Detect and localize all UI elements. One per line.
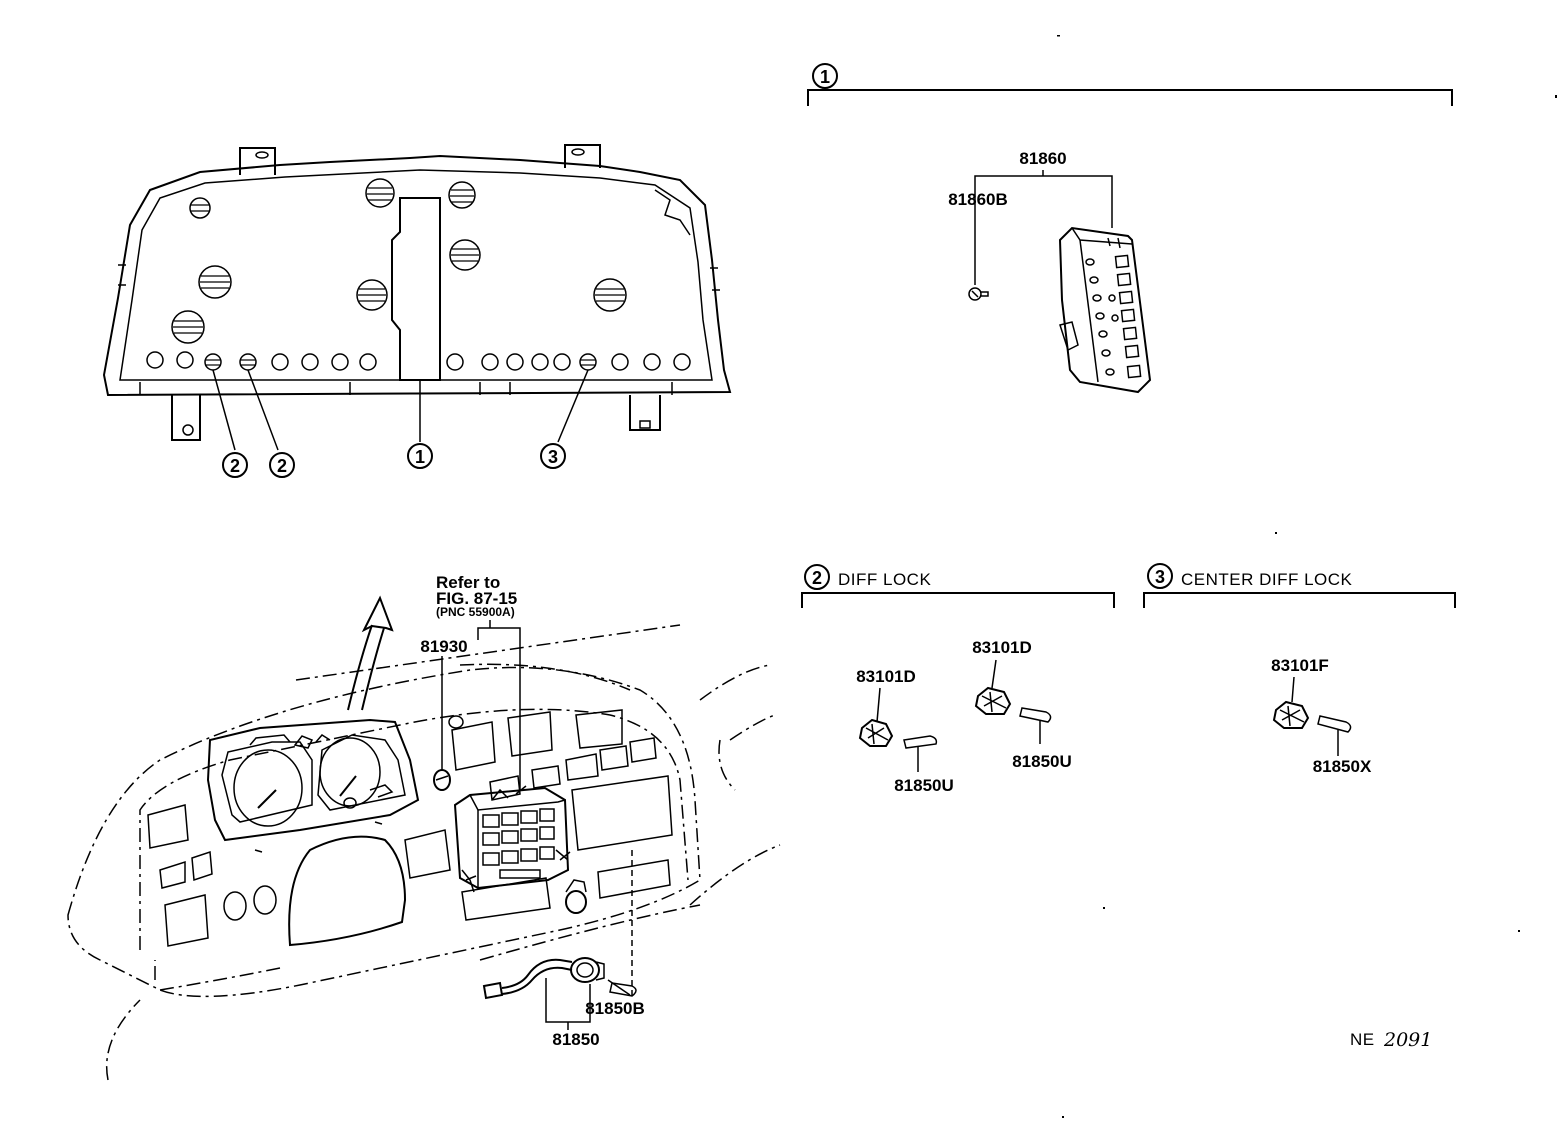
- bulb-81850u-b-label: 81850U: [1012, 752, 1072, 771]
- socket-83101d-b-label: 83101D: [972, 638, 1032, 657]
- bulb-81850x-label: 81850X: [1313, 757, 1372, 776]
- socket-83101f-label: 83101F: [1271, 656, 1329, 675]
- panel-1-bracket: [807, 89, 1453, 106]
- panel-3-number: 3: [1155, 567, 1165, 587]
- cluster-rear-view: [102, 144, 732, 451]
- refer-line-3: (PNC 55900A): [436, 605, 515, 619]
- gauge-cluster: [206, 718, 420, 853]
- part-81850-label: 81850: [552, 1030, 599, 1049]
- socket-83101d-a-label: 83101D: [856, 667, 916, 686]
- panel-3-bracket: [1143, 592, 1456, 608]
- callout-1: 1: [407, 443, 433, 469]
- panel-1-number: 1: [820, 67, 830, 87]
- panel-2-title: DIFF LOCK: [838, 570, 931, 589]
- callout-1-text: 1: [415, 447, 425, 467]
- refer-line-1: Refer to: [436, 573, 500, 592]
- callout-2-left-text: 2: [230, 456, 240, 476]
- control-module: [453, 785, 571, 893]
- figure-code-number: 2091: [1383, 1029, 1432, 1051]
- panel-3: 3 CENTER DIFF LOCK 83101F 81850X: [1143, 563, 1456, 776]
- panel-2: 2 DIFF LOCK 83101D 81850U 83101D 81850U: [801, 564, 1115, 795]
- panel-2-bracket: [801, 592, 1115, 608]
- part-81930-label: 81930: [420, 637, 467, 656]
- panel-2-number: 2: [812, 568, 822, 588]
- bulb-81850u-a-label: 81850U: [894, 776, 954, 795]
- scan-specks: [1057, 35, 1557, 1118]
- panel-1: 1 81860 81860B: [807, 63, 1453, 394]
- bulb-81930-icon: [433, 769, 451, 791]
- bulb-socket-icon: [974, 686, 1012, 715]
- wedge-bulb-icon: [609, 982, 637, 997]
- figure-code: NE 2091: [1350, 1029, 1432, 1051]
- callout-3-text: 3: [548, 447, 558, 467]
- indicator-block: [1058, 226, 1152, 394]
- wedge-bulb-icon: [1317, 715, 1352, 733]
- part-81860b-label: 81860B: [948, 190, 1008, 209]
- wedge-bulb-icon: [1019, 707, 1052, 723]
- bulb-socket-icon: [858, 718, 894, 747]
- dashboard-view: [67, 595, 781, 1081]
- part-81850b-label: 81850B: [585, 999, 645, 1018]
- figure-code-prefix: NE: [1350, 1030, 1375, 1049]
- part-81860-label: 81860: [1019, 149, 1066, 168]
- refer-line-2: FIG. 87-15: [436, 589, 517, 608]
- dashboard-labels: Refer to FIG. 87-15 (PNC 55900A) 81930 8…: [420, 573, 644, 1049]
- callout-2-right-text: 2: [277, 456, 287, 476]
- bulb-socket-icon: [1272, 700, 1310, 729]
- socket-harness-icon: [482, 957, 605, 1000]
- callout-2-right: 2: [269, 452, 295, 478]
- panel-3-title: CENTER DIFF LOCK: [1181, 570, 1353, 589]
- callout-2-left: 2: [222, 452, 248, 478]
- screw-icon: [968, 287, 989, 301]
- wedge-bulb-icon: [903, 735, 938, 749]
- callout-3: 3: [540, 443, 566, 469]
